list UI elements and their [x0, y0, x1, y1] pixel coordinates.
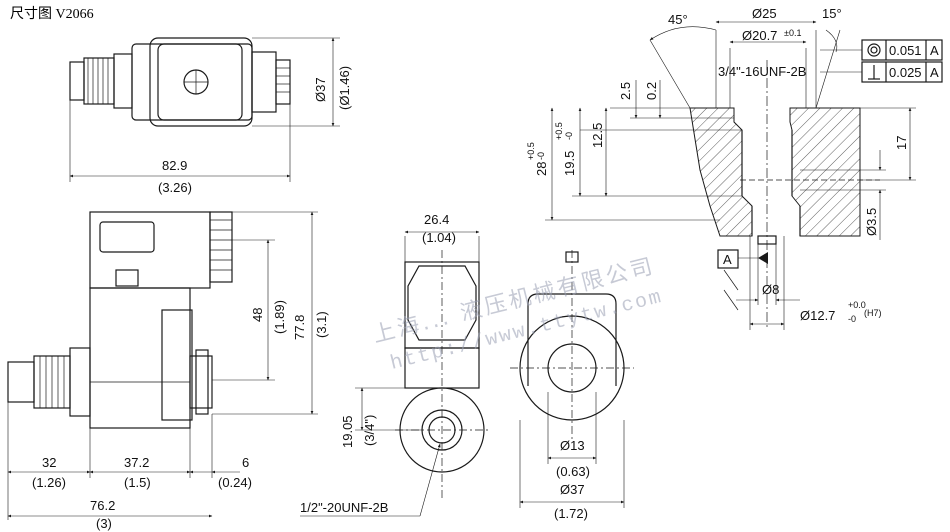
coil-view — [510, 250, 634, 508]
front-width-inch-label: (1.04) — [422, 230, 456, 245]
datum-a-label: A — [723, 252, 732, 267]
top-width-inch-label: (3.26) — [158, 180, 192, 195]
dim-0-2-label: 0.2 — [644, 82, 659, 100]
front-center-label: 19.05 — [340, 415, 355, 448]
d20-7-tol-label: ±0.1 — [784, 28, 801, 38]
dim-3-5-label: Ø3.5 — [864, 208, 879, 236]
watermark: 上海... 液压机械有限公司 http://www.ttytw.com — [370, 254, 665, 376]
front-width-label: 26.4 — [424, 212, 449, 227]
d12-7-tol-fit: (H7) — [864, 308, 882, 318]
coil-inner-inch-label: (0.63) — [556, 464, 590, 479]
side-height-a-label: 48 — [250, 308, 265, 322]
dim-28-label: 28 — [534, 162, 549, 176]
dim-32-inch-label: (1.26) — [32, 475, 66, 490]
cavity-thread-label: 3/4"-16UNF-2B — [718, 64, 806, 79]
angle-45-label: 45° — [668, 12, 688, 27]
coil-outer-label: Ø37 — [560, 482, 585, 497]
dim-28-tol-top: +0.5 — [526, 142, 536, 160]
side-height-a-inch-label: (1.89) — [272, 300, 287, 334]
front-view — [300, 230, 490, 517]
side-height-b-label: 77.8 — [292, 315, 307, 340]
dim-19-5-tol-top: +0.5 — [554, 122, 564, 140]
d8-label: Ø8 — [762, 282, 779, 297]
side-view — [7, 211, 318, 520]
dim-19-5-tol-bot: -0 — [564, 132, 574, 140]
dim-76-2-label: 76.2 — [90, 498, 115, 513]
dim-32-label: 32 — [42, 455, 56, 470]
d20-7-label: Ø20.7 — [742, 28, 777, 43]
dim-37-2-inch-label: (1.5) — [124, 475, 151, 490]
front-center-inch-label: (3/4") — [362, 415, 377, 446]
top-view — [69, 37, 340, 182]
coil-outer-inch-label: (1.72) — [554, 506, 588, 521]
dim-12-5-label: 12.5 — [590, 123, 605, 148]
dim-28-tol-bot: -0 — [536, 152, 546, 160]
dim-2-5-label: 2.5 — [618, 82, 633, 100]
d12-7-tol-top: +0.0 — [848, 300, 866, 310]
tol-1-datum: A — [930, 43, 939, 58]
side-height-b-inch-label: (3.1) — [314, 311, 329, 338]
d25-label: Ø25 — [752, 6, 777, 21]
d12-7-tol-bot: -0 — [848, 314, 856, 324]
top-height-inch-label: (Ø1.46) — [337, 66, 352, 110]
d12-7-label: Ø12.7 — [800, 308, 835, 323]
coil-inner-label: Ø13 — [560, 438, 585, 453]
top-width-label: 82.9 — [162, 158, 187, 173]
drawing-title: 尺寸图 V2066 — [10, 6, 94, 22]
dim-76-2-inch-label: (3) — [96, 516, 112, 531]
tol-2-datum: A — [930, 65, 939, 80]
top-height-label: Ø37 — [313, 77, 328, 102]
tol-2-value: 0.025 — [889, 65, 922, 80]
front-thread-label: 1/2"-20UNF-2B — [300, 500, 388, 515]
angle-15-label: 15° — [822, 6, 842, 21]
tol-1-value: 0.051 — [889, 43, 922, 58]
dim-6-label: 6 — [242, 455, 249, 470]
dim-37-2-label: 37.2 — [124, 455, 149, 470]
dim-6-inch-label: (0.24) — [218, 475, 252, 490]
cavity-section — [545, 20, 943, 330]
dim-17-label: 17 — [894, 136, 909, 150]
dim-19-5-label: 19.5 — [562, 151, 577, 176]
